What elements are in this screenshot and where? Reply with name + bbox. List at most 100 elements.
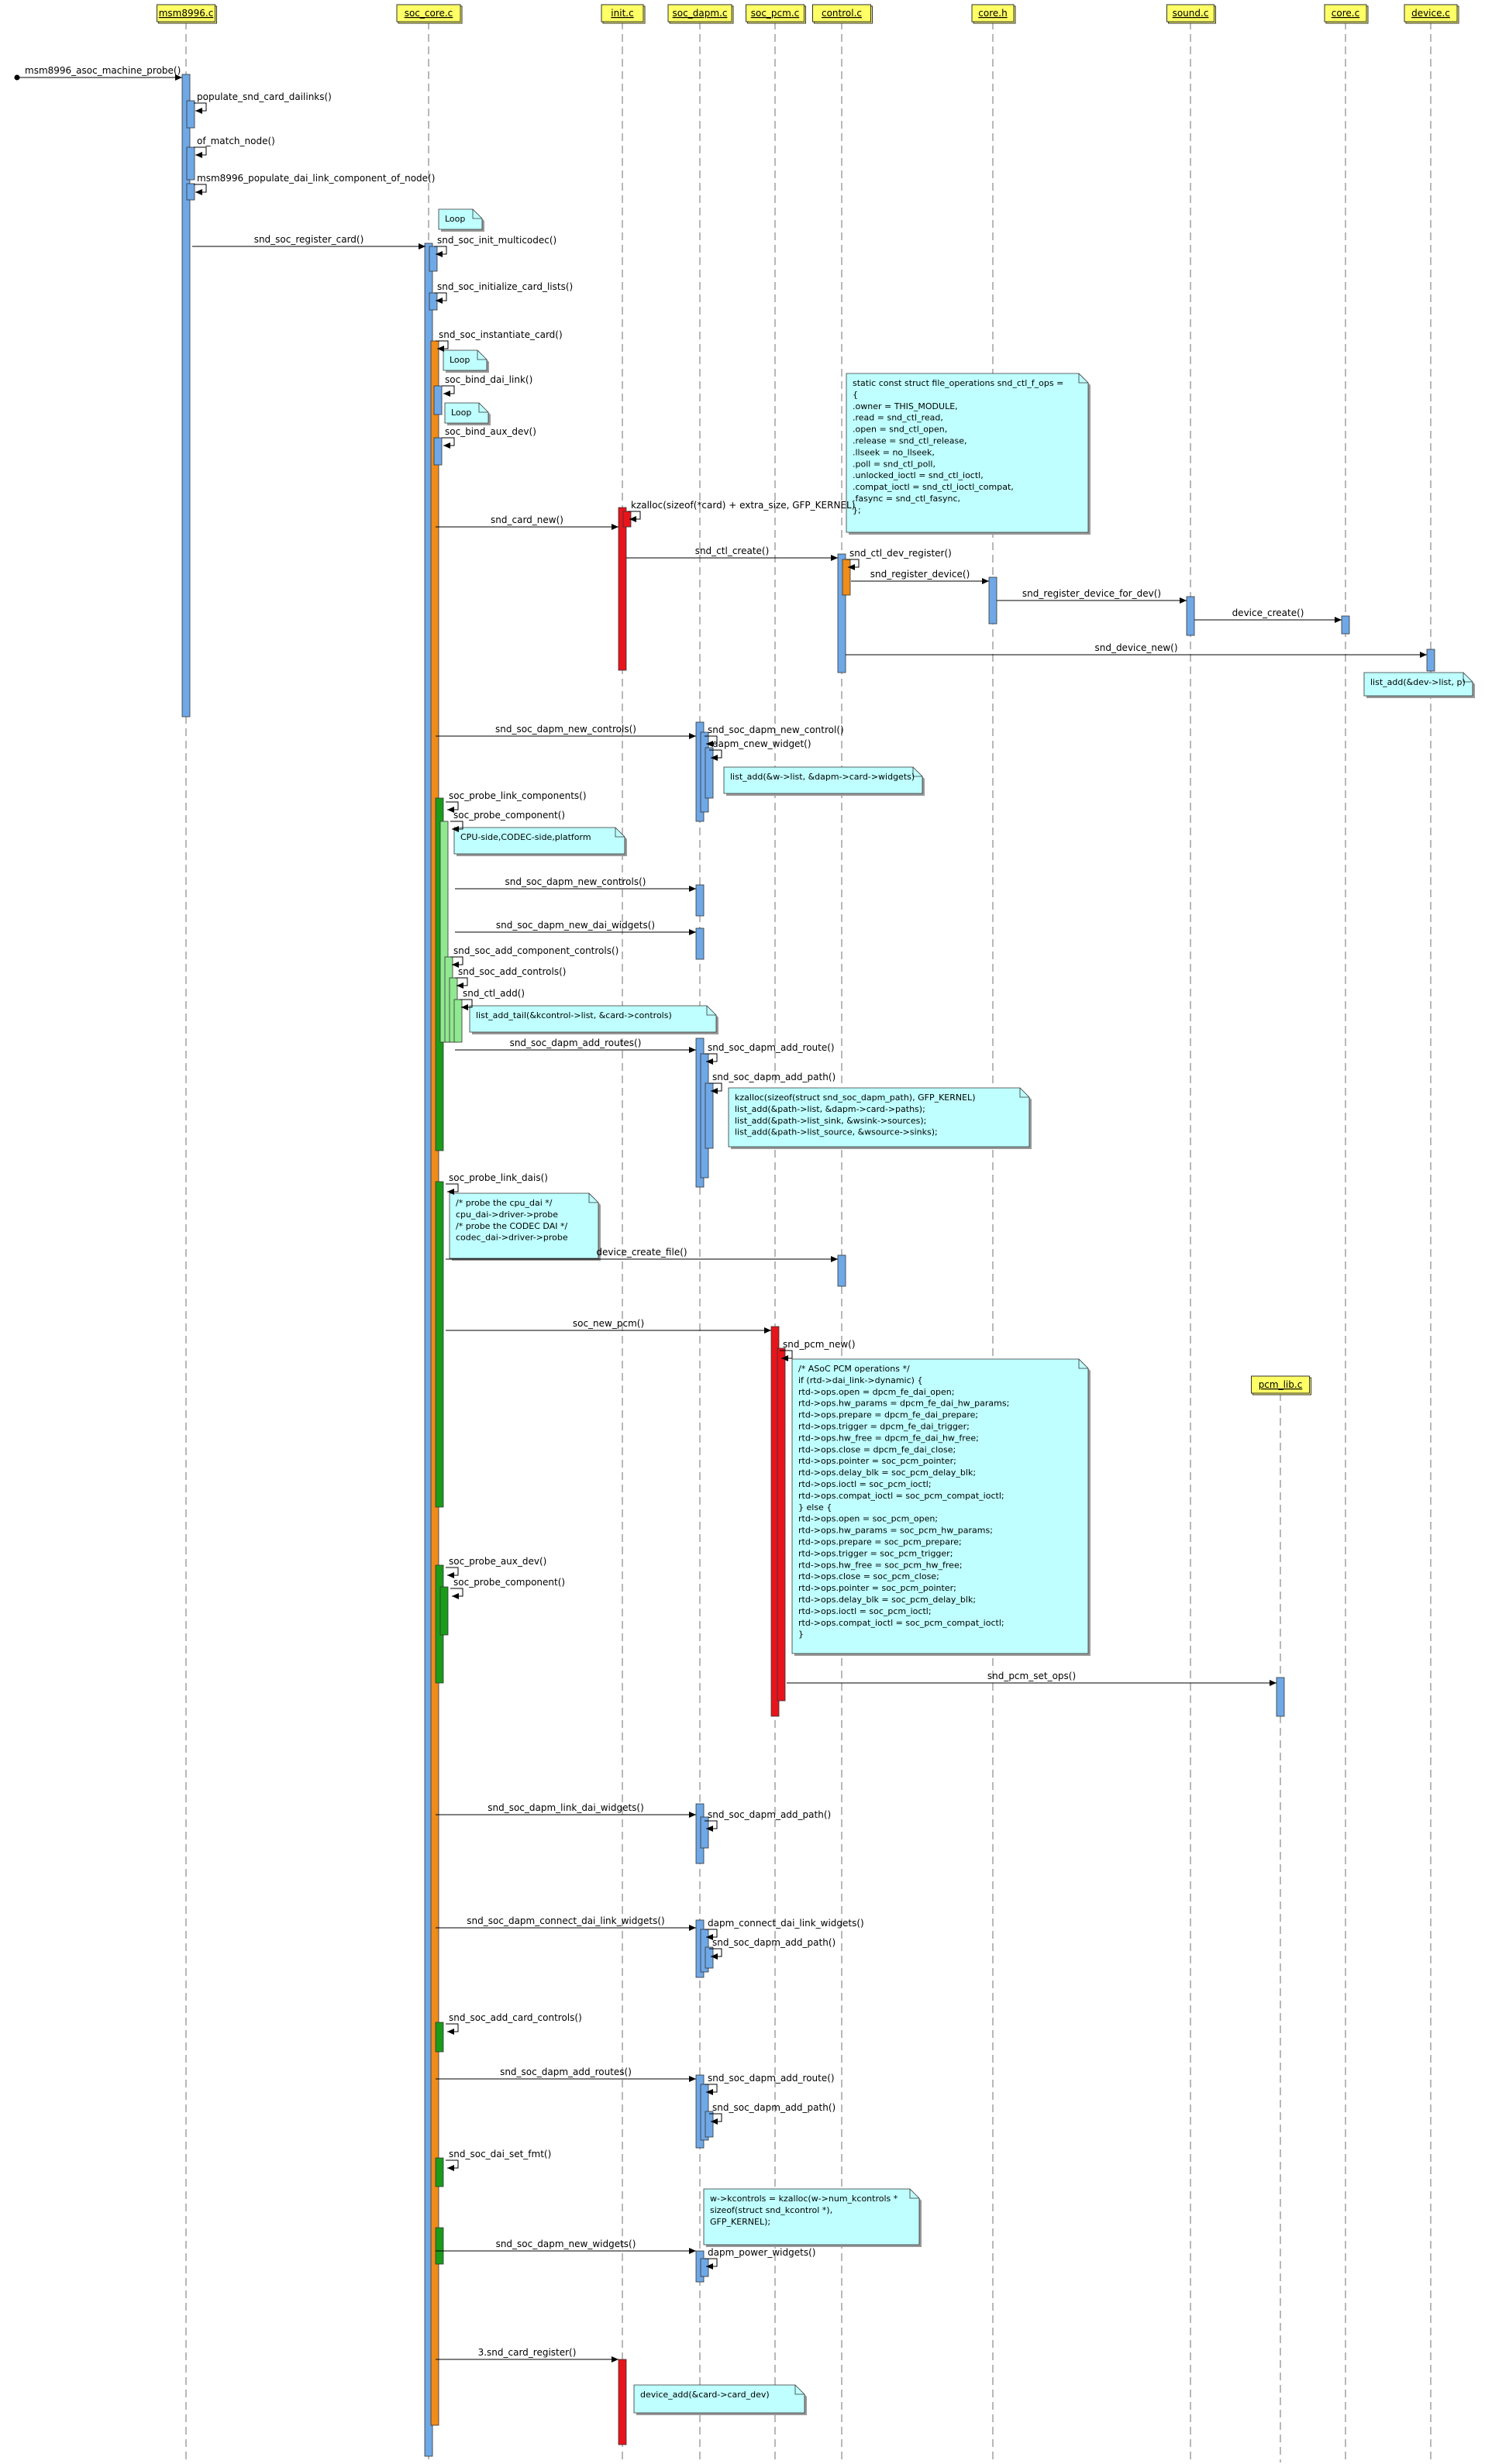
note-line: rtd->ops.hw_free = dpcm_fe_dai_hw_free; [798,1433,979,1443]
activation-bar [842,559,851,596]
note-line: cpu_dai->driver->probe [456,1210,558,1220]
lifeline-head-control: control.c [812,4,873,24]
note-line: .owner = THIS_MODULE, [853,401,958,411]
message-label: snd_soc_init_multicodec() [437,235,556,246]
message-arrow: snd_ctl_dev_register() [846,548,952,570]
message-arrow: device_create() [1194,607,1342,623]
lifeline-label: device.c [1411,8,1450,19]
activation-bar [439,1586,449,1636]
lifeline-head-soccore: soc_core.c [396,4,463,24]
activation-bar [433,437,443,466]
lifeline-label: init.c [611,8,633,19]
note-line: rtd->ops.open = dpcm_fe_dai_open; [798,1387,954,1397]
message-arrow: soc_new_pcm() [446,1318,771,1334]
activation-bar [695,927,705,960]
note-line: rtd->ops.trigger = soc_pcm_trigger; [798,1548,953,1558]
message-arrow: snd_register_device_for_dev() [997,588,1187,604]
note: CPU-side,CODEC-side,platform [453,827,627,856]
message-arrow: snd_soc_dapm_add_routes() [455,1038,696,1053]
note-line: if (rtd->dai_link->dynamic) { [798,1375,922,1385]
note: Loop [438,208,484,232]
note-line: rtd->ops.delay_blk = soc_pcm_delay_blk; [798,1468,976,1478]
message-label: snd_soc_dapm_add_path() [712,1072,836,1082]
message-label: snd_ctl_create() [695,545,770,556]
message-arrow: snd_soc_dapm_add_path() [709,2102,836,2125]
note-line: rtd->ops.compat_ioctl = soc_pcm_compat_i… [798,1491,1004,1501]
message-label: snd_device_new() [1094,642,1177,653]
message-label: dapm_connect_dai_link_widgets() [708,1918,864,1929]
message-arrow: snd_soc_initialize_card_lists() [434,281,573,304]
message-label: snd_pcm_new() [783,1339,856,1350]
message-label: snd_soc_instantiate_card() [439,329,563,340]
note-line: codec_dai->driver->probe [456,1233,568,1243]
message-label: populate_snd_card_dailinks() [197,91,332,102]
message-arrow: snd_soc_dapm_new_dai_widgets() [455,920,696,935]
message-arrow: snd_soc_add_card_controls() [446,2012,582,2035]
message-arrow: snd_register_device() [851,569,989,584]
message-label: snd_card_new() [491,514,563,525]
activation-bar [429,292,438,311]
note: list_add(&w->list, &dapm->card->widgets) [723,766,925,796]
note-line: rtd->ops.close = soc_pcm_close; [798,1571,939,1581]
note-line: { [853,390,858,400]
message-label: soc_probe_link_components() [449,790,587,801]
message-arrow: msm8996_populate_dai_link_component_of_n… [194,173,435,195]
message-label: device_create_file() [596,1247,687,1258]
note-line: GFP_KERNEL); [710,2217,770,2227]
note-line: rtd->ops.prepare = soc_pcm_prepare; [798,1537,962,1547]
lifeline-label: soc_dapm.c [673,8,728,19]
lifeline-label: sound.c [1173,8,1209,19]
message-arrow: snd_ctl_add() [460,988,525,1010]
activation-bar [695,884,705,917]
message-label: snd_soc_dapm_new_dai_widgets() [496,920,655,931]
message-label: snd_soc_dapm_add_path() [712,1937,836,1948]
message-label: snd_ctl_add() [463,988,525,999]
message-arrow: soc_probe_link_dais() [446,1172,548,1195]
note-line: rtd->ops.ioctl = soc_pcm_ioctl; [798,1606,932,1616]
message-arrow: snd_soc_dai_set_fmt() [446,2149,551,2171]
activation-bar [433,385,443,415]
message-label: snd_soc_register_card() [254,234,364,245]
note-line: rtd->ops.prepare = dpcm_fe_dai_prepare; [798,1410,978,1420]
message-label: device_create() [1232,607,1304,618]
messages: msm8996_asoc_machine_probe()populate_snd… [14,65,1427,2362]
message-arrow: snd_pcm_set_ops() [787,1671,1277,1686]
message-arrow: dapm_cnew_widget() [709,738,811,761]
activation-bar [1186,596,1195,636]
message-label: snd_soc_dapm_new_widgets() [496,2239,636,2249]
note: static const struct file_operations snd_… [846,373,1090,535]
message-arrow: snd_soc_dapm_add_route() [705,2073,835,2095]
message-label: msm8996_populate_dai_link_component_of_n… [197,173,435,184]
note: Loop [444,402,491,425]
message-arrow: snd_soc_dapm_new_controls() [455,876,696,892]
note-line: /* ASoC PCM operations */ [798,1364,910,1374]
message-arrow: snd_soc_dapm_new_widgets() [436,2239,696,2254]
activation-bar [705,2111,714,2138]
message-label: snd_soc_dapm_link_dai_widgets() [488,1802,644,1813]
activation-bar [837,1254,846,1287]
message-label: snd_pcm_set_ops() [987,1671,1076,1681]
note-line: } [798,1629,804,1640]
activation-bar [435,1181,444,1508]
message-label: snd_register_device_for_dev() [1022,588,1161,599]
message-arrow: snd_soc_dapm_add_path() [709,1072,836,1094]
note: /* ASoC PCM operations */if (rtd->dai_li… [791,1358,1090,1656]
message-label: snd_soc_dai_set_fmt() [449,2149,551,2159]
message-label: soc_probe_aux_dev() [449,1556,546,1567]
message-arrow: soc_probe_component() [450,810,565,832]
message-label: soc_probe_component() [453,1577,565,1588]
message-arrow: snd_soc_dapm_link_dai_widgets() [436,1802,696,1818]
message-arrow: snd_soc_dapm_new_controls() [436,724,696,739]
note-line: CPU-side,CODEC-side,platform [460,832,591,842]
message-arrow: soc_probe_component() [450,1577,565,1599]
note-line: .release = snd_ctl_release, [853,436,967,446]
message-arrow: snd_soc_dapm_add_path() [709,1937,836,1960]
message-label: snd_soc_add_component_controls() [453,945,618,956]
activation-bar [1426,649,1435,672]
message-arrow: snd_ctl_create() [626,545,838,561]
note-line: list_add(&dev->list, p) [1370,677,1466,687]
note: /* probe the cpu_dai */cpu_dai->driver->… [449,1192,601,1261]
note-line: .read = snd_ctl_read, [853,413,943,423]
activation-bar [700,2258,709,2277]
lifeline-label: soc_core.c [405,8,453,19]
